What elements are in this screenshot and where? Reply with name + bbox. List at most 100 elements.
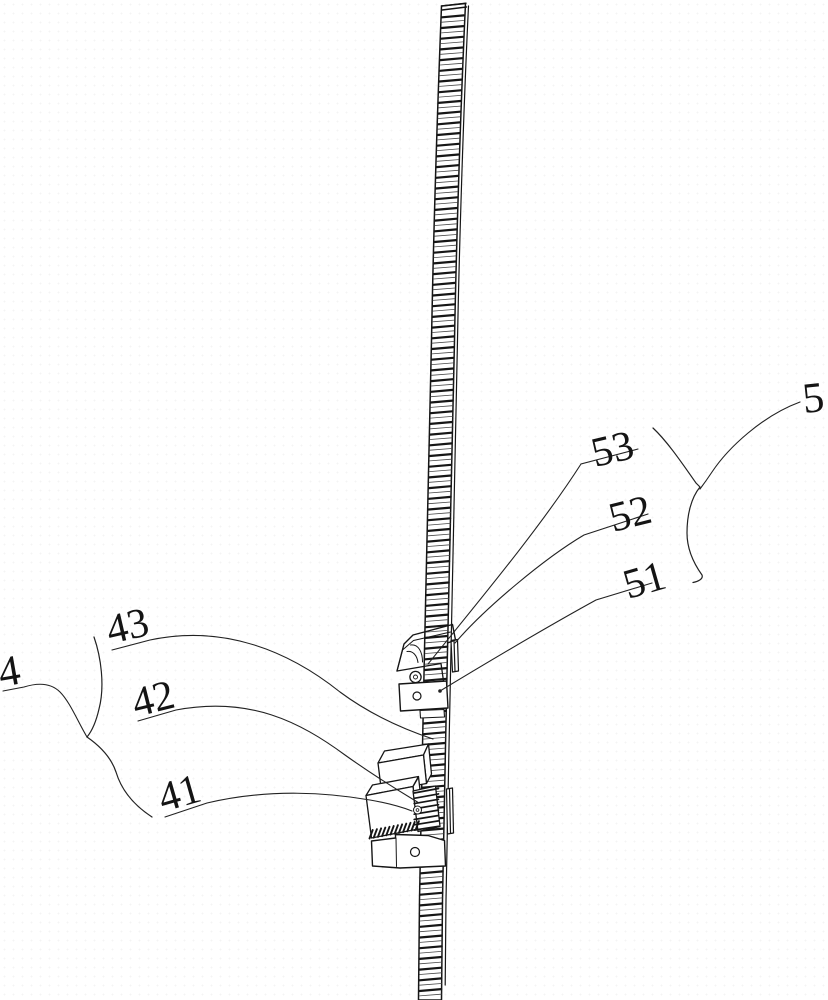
tooth-line (419, 993, 442, 997)
base-plate-hole (409, 846, 421, 858)
tooth-line (434, 185, 459, 190)
tooth-line (429, 426, 453, 430)
tooth-line (432, 271, 457, 276)
tooth-line (427, 506, 452, 511)
tooth-line (376, 827, 383, 838)
tooth-line (439, 57, 464, 62)
leader-42 (137, 705, 420, 804)
label-51: 51 (618, 553, 671, 609)
tooth-line (434, 234, 457, 237)
leader-lines (2, 401, 801, 818)
tooth-line (438, 105, 461, 109)
tooth-line (434, 174, 459, 179)
tooth-line (422, 737, 446, 740)
guide-block-lower (445, 787, 455, 835)
tooth-line (438, 67, 463, 72)
bracket-gusset (406, 644, 423, 663)
tooth-line (428, 453, 453, 458)
tooth-line (430, 356, 455, 361)
label-43: 43 (102, 599, 153, 653)
tooth-line (435, 201, 458, 205)
tooth-line (413, 814, 440, 821)
tooth-line (432, 287, 456, 291)
tooth-line (440, 14, 465, 19)
tooth-line (420, 886, 443, 890)
label-4: 4 (0, 647, 24, 697)
rack-side-edge (444, 5, 470, 986)
tooth-line (429, 437, 453, 440)
tooth-line (435, 191, 459, 194)
tooth-line (429, 448, 453, 451)
tooth-line (418, 934, 443, 939)
tooth-line (410, 821, 416, 832)
tooth-line (419, 918, 443, 922)
tooth-line (433, 276, 456, 280)
brace-5-group (652, 427, 703, 584)
tooth-line (419, 972, 442, 975)
leader-41 (164, 792, 413, 818)
tooth-line (419, 983, 442, 986)
tooth-line (440, 41, 464, 44)
tooth-line (419, 908, 443, 911)
tooth-line (419, 951, 443, 954)
tooth-line (437, 89, 462, 94)
tooth-line (381, 826, 387, 838)
tooth-line (419, 880, 444, 886)
tooth-line (426, 570, 451, 575)
tooth-line (428, 490, 452, 494)
tooth-line (434, 196, 459, 201)
tooth-line (437, 127, 461, 130)
tooth-line (432, 249, 457, 254)
tooth-line (437, 137, 460, 141)
tooth-line (406, 821, 412, 833)
guide-bracket-assembly (396, 623, 460, 719)
tooth-line (418, 977, 443, 982)
tooth-line (435, 164, 460, 169)
pinion-hub (413, 805, 422, 815)
tooth-line (428, 474, 453, 479)
tooth-line (431, 292, 456, 297)
tooth-line (418, 966, 443, 971)
tooth-line (426, 587, 450, 590)
leader-5 (699, 401, 801, 490)
tooth-line (432, 308, 455, 312)
tooth-line (433, 239, 458, 244)
tooth-line (429, 410, 454, 415)
tooth-line (439, 84, 462, 87)
tooth-line (431, 324, 456, 329)
tooth-line (441, 30, 464, 34)
tooth-line (432, 260, 457, 265)
tooth-line (427, 485, 452, 490)
tooth-line (428, 512, 451, 515)
tooth-line (425, 608, 449, 612)
tooth-line (435, 180, 459, 184)
bracket-box-inner-edges (396, 631, 451, 672)
tooth-line (433, 266, 457, 269)
leader-53 (427, 448, 639, 665)
tooth-line (418, 945, 443, 950)
tooth-line (389, 825, 395, 836)
tooth-line (428, 480, 452, 483)
tooth-line (435, 169, 459, 173)
tooth-line (440, 25, 465, 30)
tooth-line (429, 420, 454, 425)
tooth-line (439, 73, 463, 77)
tooth-line (418, 923, 443, 928)
tooth-line (422, 720, 447, 725)
tooth-line (424, 656, 449, 661)
leader-43 (111, 634, 434, 740)
tooth-line (428, 463, 453, 468)
tooth-line (440, 35, 465, 40)
tooth-line (397, 823, 404, 834)
tooth-line (426, 597, 449, 601)
tooth-line (434, 223, 458, 226)
tooth-line (402, 822, 408, 834)
tooth-line (425, 613, 450, 618)
tooth-line (427, 555, 450, 558)
tooth-line (424, 645, 449, 650)
tooth-line (439, 62, 463, 66)
tooth-line (430, 383, 454, 387)
tooth-line (431, 303, 456, 308)
leader-51 (439, 582, 653, 692)
tooth-line (427, 527, 452, 533)
